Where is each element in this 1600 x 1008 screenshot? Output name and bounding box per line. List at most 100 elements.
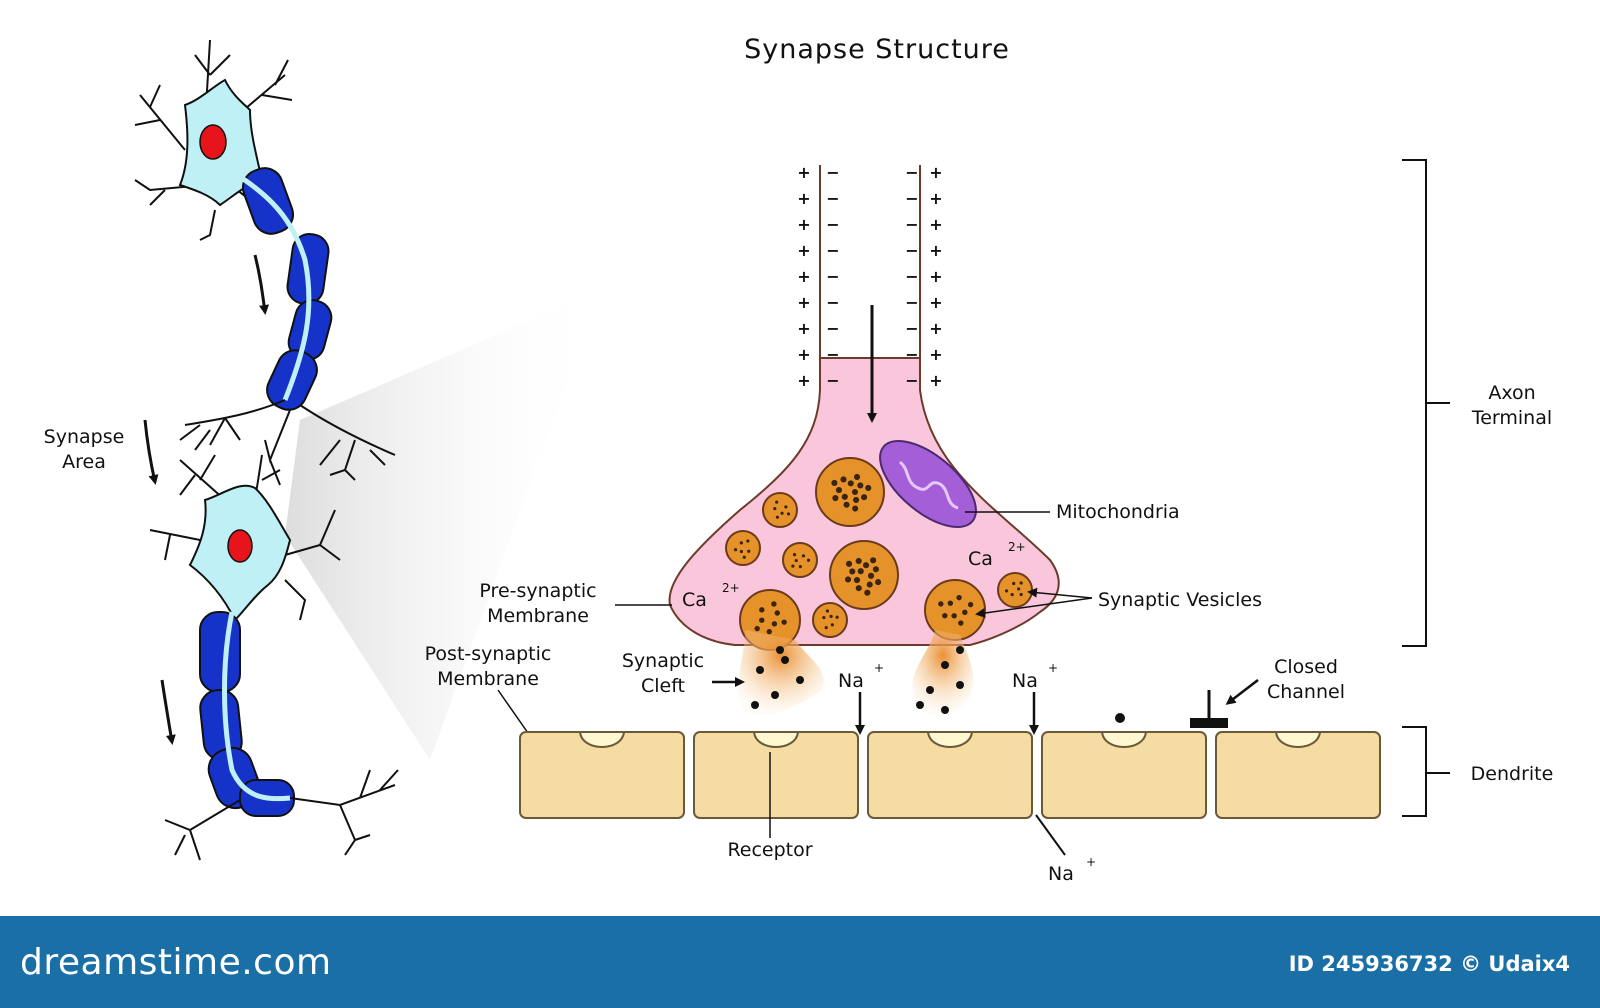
vesicle-particle — [857, 482, 864, 489]
axon-terminal-bracket — [1402, 159, 1450, 647]
vesicle-particle — [798, 565, 802, 569]
vesicle-particle — [843, 501, 850, 508]
vesicle-particle — [861, 494, 868, 501]
vesicle-particle — [857, 568, 864, 575]
vesicle-particle — [771, 621, 778, 627]
vesicle-particle — [759, 607, 765, 613]
charge-sign: − — [826, 371, 839, 390]
vesicle-particle — [851, 488, 859, 496]
vesicle-particle — [958, 620, 964, 626]
label-synaptic-cleft-1: Synaptic — [622, 650, 704, 672]
vesicle-particle — [844, 576, 852, 583]
vesicle-particle — [786, 512, 791, 516]
vesicle-particle — [835, 615, 839, 619]
charge-sign: + — [797, 293, 810, 312]
vesicle-particle — [822, 615, 826, 620]
vesicle-particle — [870, 557, 877, 564]
charge-sign: − — [826, 241, 839, 260]
charge-sign: − — [826, 345, 839, 364]
zoom-projection — [285, 290, 600, 760]
vesicle-particle — [1012, 581, 1016, 586]
charge-sign: − — [905, 189, 918, 208]
synaptic-vesicle — [815, 457, 885, 527]
label-na-2-charge: + — [1048, 661, 1058, 675]
label-na-2: Na — [1012, 670, 1038, 692]
label-post-synaptic-2: Membrane — [437, 668, 539, 690]
flow-arrow-upper — [253, 254, 270, 315]
charge-sign: + — [929, 293, 942, 312]
label-synaptic-vesicles: Synaptic Vesicles — [1098, 589, 1262, 611]
label-na-3: Na — [1048, 863, 1074, 885]
vesicle-particle — [875, 579, 882, 586]
vesicle-particle — [780, 511, 784, 515]
neurotransmitter — [941, 661, 949, 669]
label-post-synaptic-1: Post-synaptic — [425, 643, 552, 665]
vesicle-particle — [733, 548, 738, 552]
vesicle-particle — [962, 609, 968, 616]
vesicle-particle — [855, 557, 862, 565]
vesicle-particle — [845, 560, 853, 567]
vesicle-particle — [847, 480, 854, 487]
neurotransmitter — [756, 666, 764, 674]
vesicle-particle — [853, 577, 861, 584]
charge-sign: − — [905, 241, 918, 260]
charge-sign: + — [929, 189, 942, 208]
vesicle-particle — [825, 609, 830, 613]
charge-sign: − — [905, 319, 918, 338]
upper-nucleus — [199, 124, 227, 160]
receptor-site — [1274, 731, 1322, 748]
label-pre-synaptic-1: Pre-synaptic — [479, 580, 596, 602]
vesicle-particle — [849, 568, 856, 575]
label-synaptic-cleft-2: Cleft — [641, 675, 685, 697]
synaptic-vesicle — [762, 492, 798, 528]
vesicle-particle — [832, 494, 839, 502]
charge-sign: − — [905, 345, 918, 364]
vesicle-particle — [746, 539, 750, 543]
receptor-site — [578, 731, 626, 748]
vesicle-particle — [775, 515, 780, 519]
synaptic-vesicle — [725, 530, 761, 566]
label-ca-left: Ca — [682, 589, 707, 611]
footer-brand[interactable]: dreamstime.com — [20, 942, 332, 983]
charge-sign: + — [797, 319, 810, 338]
label-axon-terminal-1: Axon — [1488, 382, 1535, 404]
vesicle-particle — [742, 555, 746, 559]
vesicle-particle — [829, 614, 833, 618]
vesicle-particle — [853, 473, 861, 481]
charge-sign: + — [929, 345, 942, 364]
vesicle-particle — [830, 623, 834, 627]
charge-sign: − — [826, 267, 839, 286]
vesicle-particle — [864, 589, 871, 596]
label-ca-right: Ca — [968, 548, 993, 570]
vesicle-particle — [835, 486, 843, 494]
vesicle-particle — [1017, 587, 1021, 591]
neurotransmitter — [956, 681, 964, 689]
vesicle-particle — [831, 479, 838, 487]
vesicle-particle — [784, 505, 788, 509]
vesicle-particle — [865, 484, 872, 492]
vesicle-particle — [1010, 593, 1014, 597]
charge-sign: − — [826, 163, 839, 182]
label-na-1: Na — [838, 670, 864, 692]
charge-sign: − — [905, 371, 918, 390]
vesicle-particle — [947, 600, 954, 606]
vesicle-particle — [862, 562, 870, 569]
label-synapse-area-2: Area — [62, 451, 106, 473]
vesicle-particle — [754, 625, 760, 632]
charge-sign: + — [929, 241, 942, 260]
charge-sign: + — [797, 241, 810, 260]
vesicle-particle — [806, 558, 811, 562]
vesicle-particle — [942, 612, 948, 619]
diagram-title: Synapse Structure — [744, 34, 1010, 65]
charge-sign: − — [826, 293, 839, 312]
charge-sign: − — [905, 267, 918, 286]
receptor-site — [1100, 731, 1148, 748]
membrane-charges: +−−++−−++−−++−−++−−++−−++−−++−−++−−+ — [797, 163, 942, 390]
vesicle-particle — [766, 628, 772, 635]
label-pre-synaptic-2: Membrane — [487, 605, 589, 627]
vesicle-particle — [852, 505, 859, 512]
vesicle-particle — [1004, 589, 1009, 593]
label-receptor: Receptor — [727, 839, 812, 861]
vesicle-particle — [841, 493, 848, 500]
